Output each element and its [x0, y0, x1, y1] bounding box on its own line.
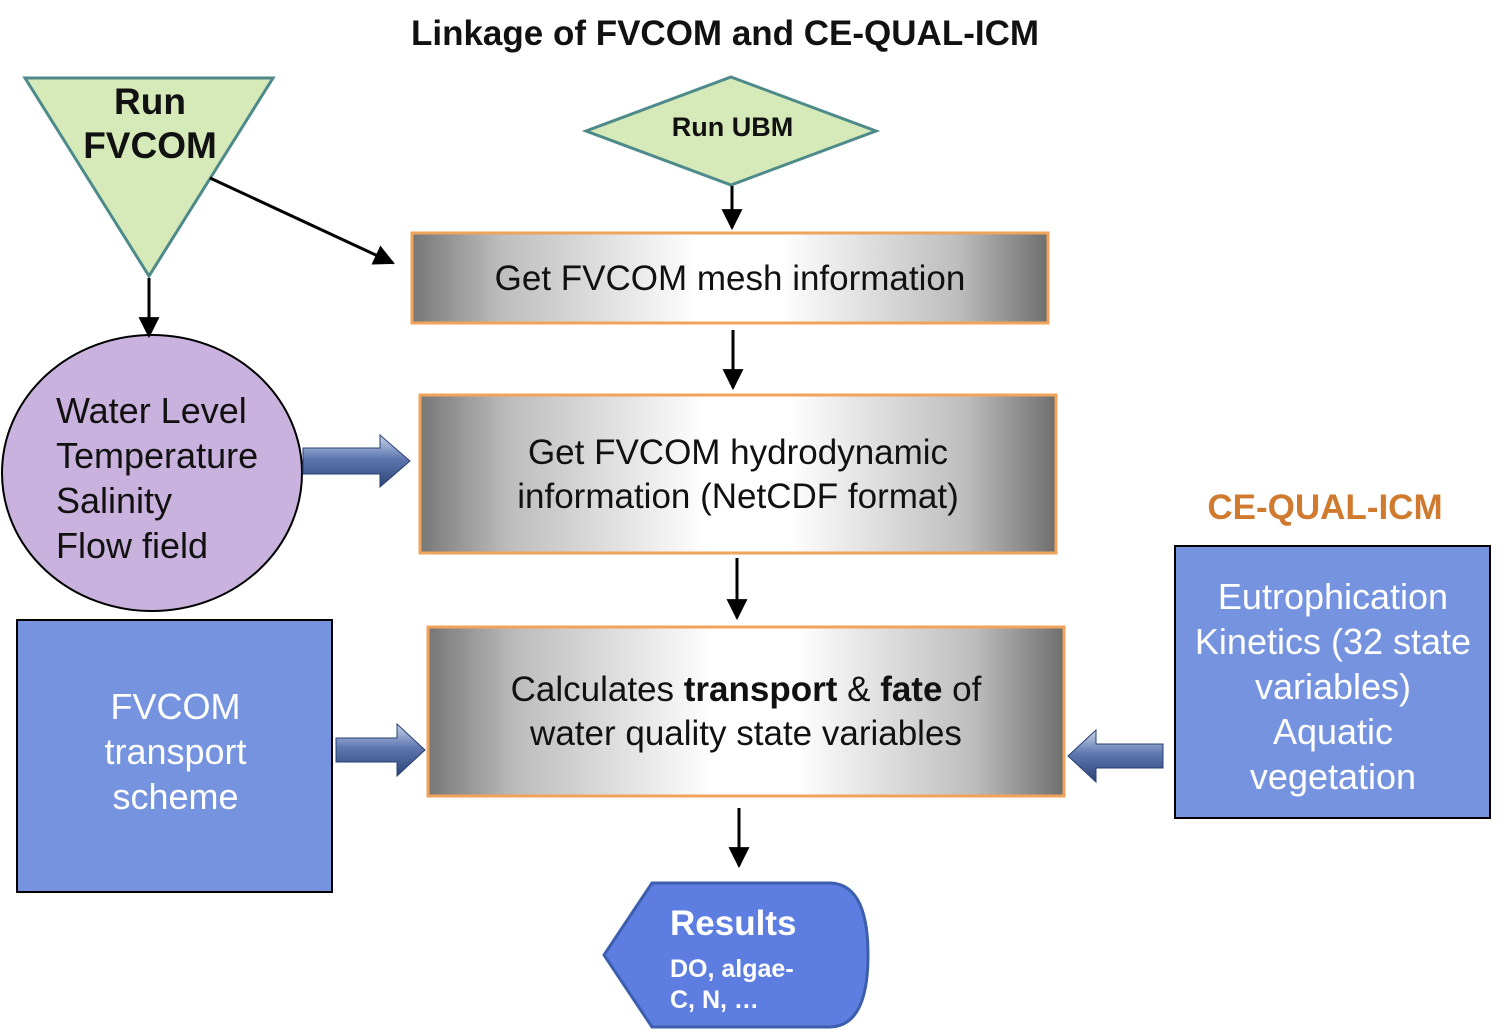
- hydro-box-label: Get FVCOM hydrodynamic information (NetC…: [420, 396, 1056, 553]
- calc-box-label: Calculates transport & fate of water qua…: [428, 628, 1064, 796]
- calc-box-line1: Calculates transport & fate of: [428, 668, 1064, 712]
- diagram-title: Linkage of FVCOM and CE-QUAL-ICM: [410, 14, 1040, 53]
- fvcom-output-list: Water Level Temperature Salinity Flow fi…: [56, 388, 306, 568]
- calc-bold-transport: transport: [683, 670, 838, 709]
- output-flow-field: Flow field: [56, 525, 209, 566]
- calc-part1: Calculates: [510, 670, 684, 709]
- run-fvcom-line1: Run: [114, 81, 186, 122]
- results-line2: C, N, …: [670, 986, 759, 1014]
- results-line1: DO, algae-: [670, 955, 794, 983]
- results-title: Results: [670, 904, 797, 943]
- mesh-box-label: Get FVCOM mesh information: [412, 234, 1048, 324]
- hydro-box-line1: Get FVCOM hydrodynamic: [527, 432, 949, 472]
- calc-box-shape: [426, 625, 1066, 798]
- ceqal-line1: Eutrophication: [1217, 576, 1449, 617]
- ceqal-line2: Kinetics (32 state: [1194, 621, 1472, 662]
- ceqal-line5: vegetation: [1249, 756, 1417, 797]
- block-arrow-circle-to-hydro: [302, 433, 411, 489]
- block-arrow-transport-to-calc: [335, 722, 426, 778]
- transport-scheme-label: FVCOM transport scheme: [18, 684, 333, 819]
- transport-scheme-box: [16, 619, 333, 893]
- run-fvcom-line2: FVCOM: [83, 125, 217, 166]
- ce-qual-icm-box: [1174, 545, 1491, 819]
- hydro-box-line2: information (NetCDF format): [517, 476, 959, 516]
- calc-part3: of: [942, 670, 982, 709]
- run-ubm-diamond: [581, 75, 881, 187]
- block-arrow-ceqal-to-calc: [1067, 728, 1164, 784]
- transport-line3: scheme: [112, 776, 239, 817]
- arrow-triangle-to-mesh: [209, 176, 395, 265]
- output-salinity: Salinity: [56, 480, 173, 521]
- transport-line1: FVCOM: [110, 686, 241, 727]
- calc-box-line2: water quality state variables: [530, 714, 962, 753]
- calc-part2: &: [837, 670, 881, 709]
- calc-bold-fate: fate: [880, 670, 943, 709]
- transport-line2: transport: [104, 731, 247, 772]
- ce-qual-icm-label: CE-QUAL-ICM: [1207, 488, 1443, 527]
- output-temperature: Temperature: [56, 435, 259, 476]
- ceqal-line4: Aquatic: [1272, 711, 1394, 752]
- mesh-box-shape: [410, 231, 1050, 325]
- mesh-box-line: Get FVCOM mesh information: [494, 259, 966, 298]
- output-water-level: Water Level: [56, 390, 247, 431]
- results-shape: [602, 881, 870, 1029]
- hydro-box-shape: [418, 393, 1058, 555]
- ceqal-line3: variables): [1254, 666, 1412, 707]
- ce-qual-icm-box-label: Eutrophication Kinetics (32 state variab…: [1176, 574, 1490, 799]
- run-ubm-label: Run UBM: [671, 112, 794, 142]
- results-body: DO, algae- C, N, …: [670, 954, 840, 1016]
- run-fvcom-label: Run FVCOM: [50, 80, 250, 168]
